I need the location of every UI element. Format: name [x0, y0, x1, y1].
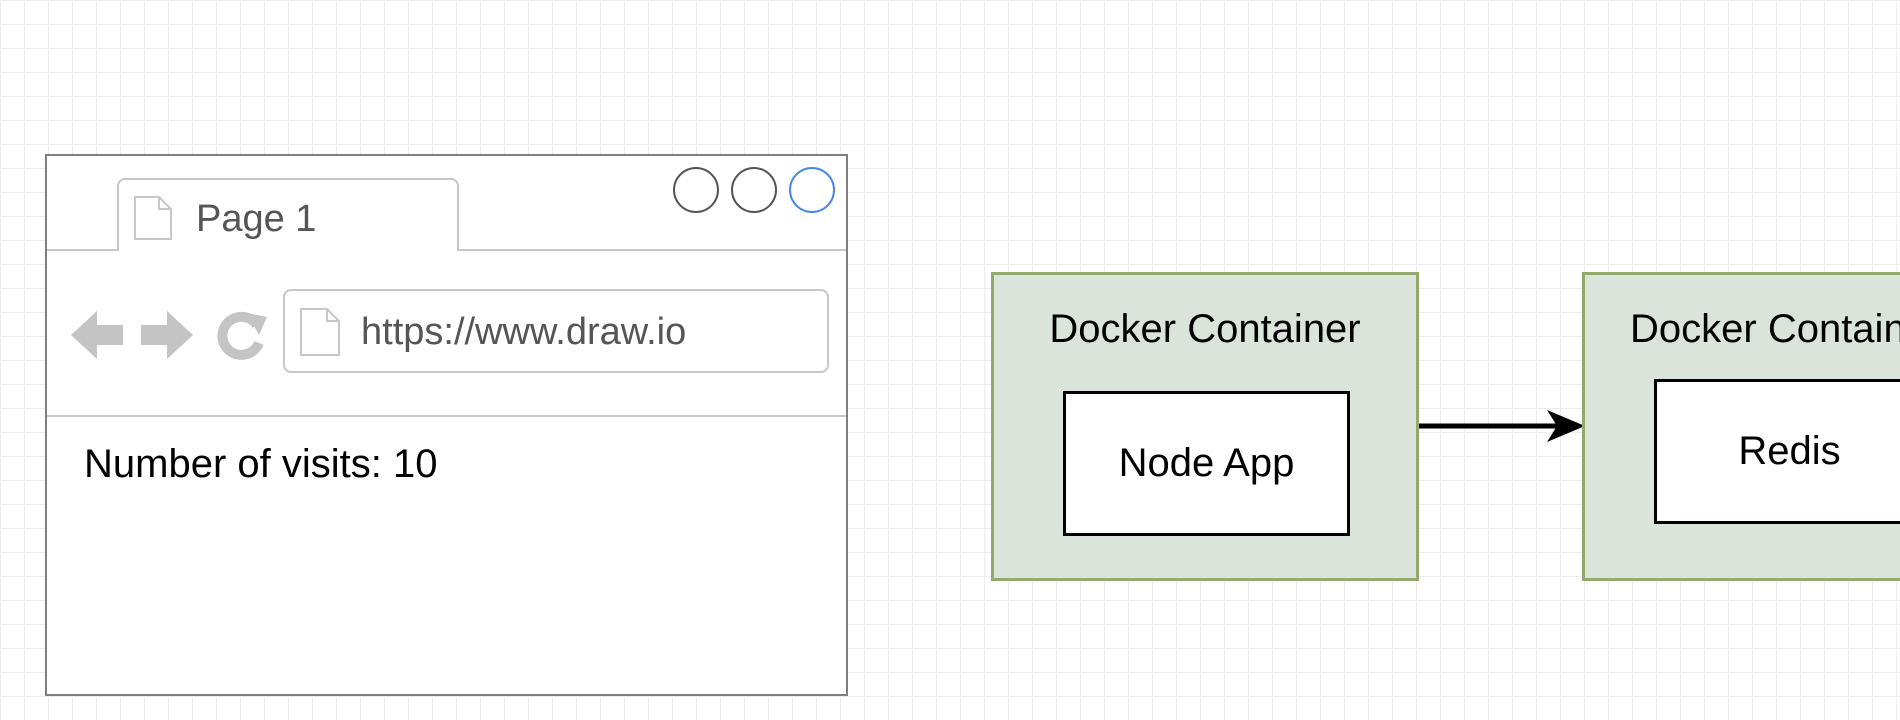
node-app-box: Node App — [1063, 391, 1350, 536]
container-title: Docker Container — [1049, 307, 1361, 351]
container-title: Docker Container — [1630, 307, 1900, 351]
redis-box: Redis — [1654, 379, 1900, 524]
connection-arrow — [1419, 410, 1585, 442]
tab-label: Page 1 — [196, 198, 317, 240]
url-text: https://www.draw.io — [361, 311, 687, 353]
page-icon — [134, 196, 172, 240]
browser-mockup: Page 1 https://www.draw.io Number of vis… — [45, 154, 848, 696]
docker-container-node: Docker Container Node App — [991, 272, 1419, 581]
docker-container-redis: Docker Container Redis — [1582, 272, 1900, 581]
browser-nav-bar: https://www.draw.io — [47, 251, 846, 417]
address-bar[interactable]: https://www.draw.io — [283, 289, 829, 373]
window-button-2[interactable] — [731, 167, 777, 213]
back-arrow-icon[interactable] — [69, 307, 125, 363]
reload-icon[interactable] — [213, 307, 269, 363]
visits-counter-text: Number of visits: 10 — [84, 442, 438, 486]
browser-tab[interactable]: Page 1 — [117, 178, 459, 251]
forward-arrow-icon[interactable] — [139, 307, 195, 363]
window-button-1[interactable] — [673, 167, 719, 213]
browser-tab-bar: Page 1 — [47, 156, 846, 251]
page-icon — [300, 308, 340, 356]
window-button-3[interactable] — [789, 167, 835, 213]
